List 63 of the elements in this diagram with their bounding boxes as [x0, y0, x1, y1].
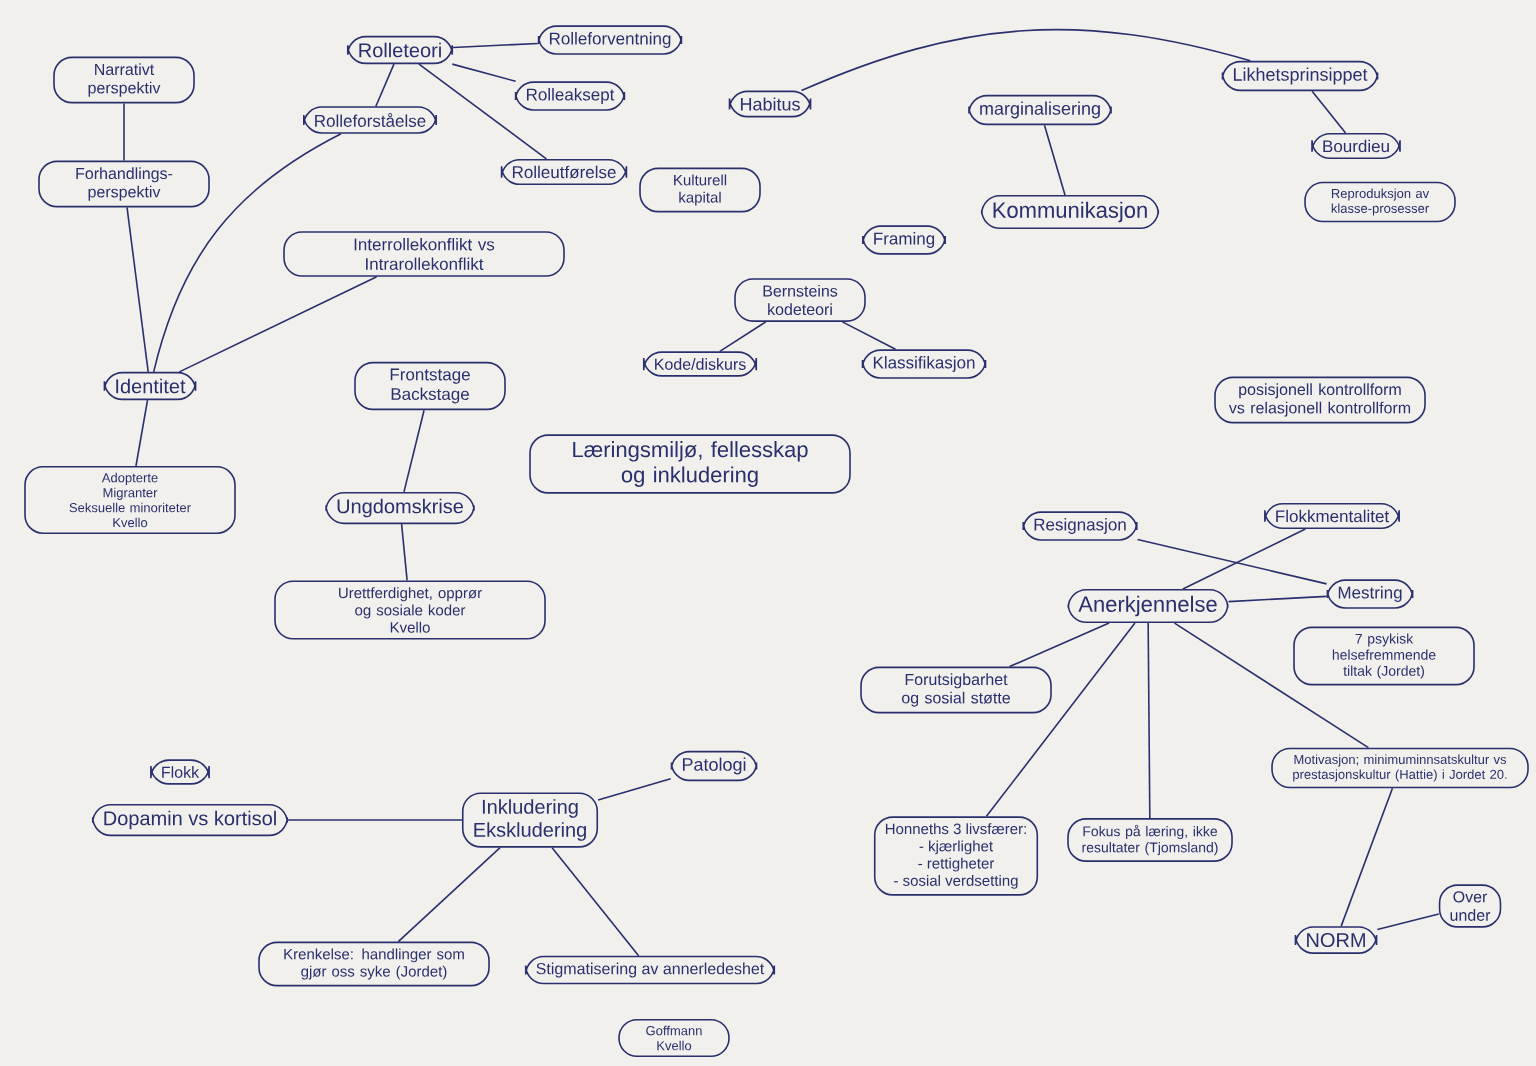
concept-bubble: Kode/diskurs [642, 351, 758, 377]
concept-bubble: Framing [862, 225, 946, 255]
connector-line [178, 276, 378, 373]
connector-line [123, 102, 125, 162]
concept-bubble: Rolleforståelse [303, 106, 438, 134]
connector-line [1311, 90, 1347, 134]
connector-line [1136, 538, 1328, 585]
concept-bubble: Rolleteori [346, 35, 454, 65]
connector-line [800, 28, 1252, 92]
concept-bubble: Dopamin vs kortisol [91, 803, 289, 837]
connector-line [418, 63, 548, 160]
concept-bubble: NORM [1294, 926, 1378, 954]
concept-bubble: Identitet [103, 371, 197, 401]
concept-bubble: Narrativt perspektiv [53, 56, 195, 104]
connector-line [287, 819, 463, 821]
concept-bubble: Bourdieu [1311, 132, 1401, 160]
connector-line [135, 399, 149, 467]
concept-bubble: Inkludering Ekskludering [461, 792, 599, 848]
connector-line [1008, 622, 1110, 668]
concept-bubble: Habitus [728, 90, 812, 118]
connector-line [1182, 528, 1307, 590]
concept-bubble: Stigmatisering av annerledeshet [524, 955, 776, 985]
connector-line [841, 321, 897, 351]
connector-line [1227, 595, 1328, 603]
connector-line [1147, 622, 1151, 819]
concept-bubble: Læringsmiljø, fellesskap og inkludering [529, 434, 851, 494]
concept-bubble: Frontstage Backstage [354, 361, 506, 411]
connector-line [375, 63, 395, 108]
connector-line [985, 622, 1136, 818]
concept-bubble: Resignasjon [1022, 511, 1138, 541]
concept-bubble: Klassifikasjon [861, 349, 987, 379]
connector-line [400, 523, 408, 582]
concept-bubble: Bernsteins kodeteori [734, 278, 866, 322]
concept-bubble: Patologi [670, 750, 758, 782]
concept-bubble: Ungdomskrise [325, 491, 475, 525]
concept-bubble: marginalisering [968, 94, 1112, 126]
concept-bubble: Rolleforventning [537, 25, 683, 55]
connector-line [551, 846, 640, 957]
concept-bubble: posisjonell kontrollform vs relasjonell kontrollform [1214, 376, 1426, 424]
concept-bubble: Likhetsprinsippet [1221, 60, 1379, 92]
concept-bubble: Rolleutførelse [500, 158, 628, 186]
connector-line [1340, 787, 1394, 927]
connector-line [1376, 913, 1440, 931]
concept-bubble: Forutsigbarhet og sosial støtte [860, 666, 1052, 714]
concept-bubble: Forhandlings-perspektiv [38, 160, 210, 208]
connector-line [1043, 124, 1066, 196]
connector-line [451, 63, 517, 83]
concept-bubble: Kommunikasjon [980, 194, 1160, 230]
connector-line [126, 206, 149, 373]
connector-line [152, 132, 342, 373]
connector-line [452, 42, 539, 49]
concept-bubble: Over under [1438, 884, 1502, 928]
concept-bubble: Interrollekonflikt vs Intrarollekonflikt [283, 231, 565, 277]
concept-bubble: Flokk [150, 759, 210, 785]
connector-line [597, 777, 672, 801]
connector-line [1173, 622, 1370, 749]
concept-bubble: Mestring [1326, 579, 1414, 609]
connector-line [403, 409, 425, 493]
concept-bubble: Rolleaksept [514, 81, 626, 111]
concept-bubble: Flokkmentalitet [1264, 502, 1400, 530]
connector-line [719, 321, 767, 353]
connector-line [397, 846, 501, 943]
concept-bubble: Anerkjennelse [1067, 588, 1229, 624]
